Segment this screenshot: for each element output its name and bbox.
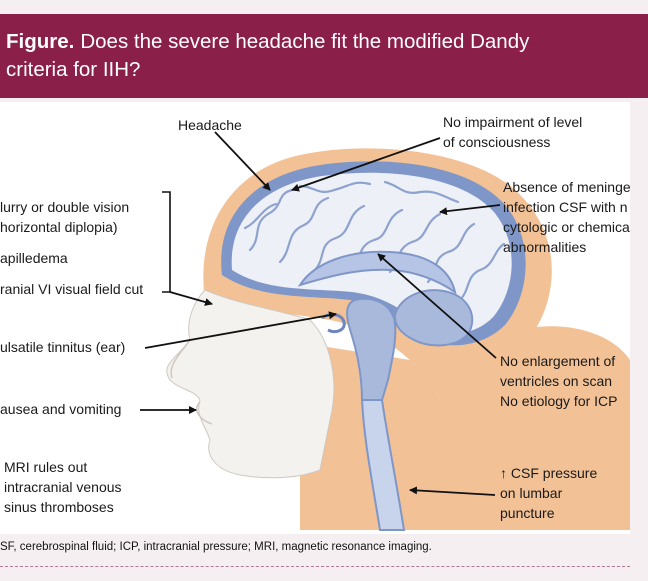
nose-lips [170, 339, 213, 425]
label-consciousness-1: No impairment of level [443, 114, 582, 130]
label-mri-1: MRI rules out [4, 459, 87, 475]
figure-title-line2: criteria for IIH? [6, 58, 141, 81]
label-ventricles-2: ventricles on scan [500, 373, 612, 389]
label-ventricles-1: No enlargement of [500, 353, 615, 369]
label-meningeal-2: infection CSF with n [503, 199, 628, 215]
label-papilledema: apilledema [0, 250, 68, 266]
label-csf-3: puncture [500, 505, 555, 521]
label-headache: Headache [178, 117, 242, 133]
label-etiology: No etiology for ICP [500, 393, 618, 409]
leader-lines [140, 131, 501, 496]
bottom-divider [0, 566, 630, 567]
label-cranial: ranial VI visual field cut [0, 281, 143, 297]
figure-footnote: SF, cerebrospinal fluid; ICP, intracrani… [0, 541, 432, 553]
label-tinnitus: ulsatile tinnitus (ear) [0, 339, 125, 355]
symptom-bracket [162, 191, 171, 293]
ventricles [297, 250, 457, 295]
spinal-cord [360, 399, 406, 531]
label-csf-1: ↑ CSF pressure [500, 465, 597, 481]
figure-header [0, 14, 648, 98]
label-consciousness-2: of consciousness [443, 134, 550, 150]
figure-title-lead: Figure. [6, 30, 75, 53]
label-meningeal-4: abnormalities [503, 239, 586, 255]
label-meningeal-3: cytologic or chemica [503, 219, 630, 235]
label-mri-2: intracranial venous [4, 479, 122, 495]
diagram-panel: Headache No impairment of level of consc… [0, 102, 631, 534]
figure-title-line1: Does the severe headache fit the modifie… [80, 30, 530, 53]
label-vision-2: horizontal diplopia) [0, 219, 118, 235]
head-diagram: Headache No impairment of level of consc… [0, 114, 631, 531]
label-csf-2: on lumbar [500, 485, 563, 501]
label-vision-1: lurry or double vision [0, 199, 129, 215]
label-meningeal-1: Absence of meninge [503, 179, 630, 195]
brain-gyri [243, 180, 506, 302]
figure-title: Figure.Does the severe headache fit the … [6, 28, 626, 84]
label-nausea: ausea and vomiting [0, 401, 121, 417]
label-mri-3: sinus thromboses [4, 499, 114, 515]
